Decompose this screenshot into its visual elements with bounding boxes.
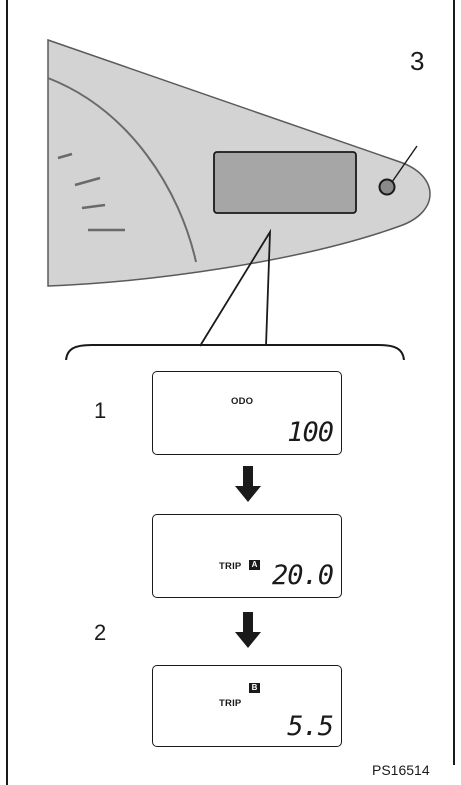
figure-code: PS16514 bbox=[372, 762, 430, 778]
odo-screen: ODO 100 bbox=[152, 371, 342, 455]
odo-mode-label: ODO bbox=[231, 396, 254, 407]
zoom-brace bbox=[65, 344, 405, 360]
gauge-tick bbox=[57, 152, 73, 160]
zoom-leader-lines bbox=[199, 228, 272, 347]
instrument-cluster-illustration bbox=[47, 38, 431, 360]
callout-2: 2 bbox=[94, 620, 107, 645]
callout-1: 1 bbox=[94, 398, 107, 423]
down-arrow-icon bbox=[235, 466, 261, 502]
gauge-tick bbox=[74, 176, 101, 187]
gauge-tick bbox=[81, 203, 106, 210]
trip-a-screen: TRIP A 20.0 bbox=[152, 514, 342, 598]
frame-right-edge bbox=[453, 0, 455, 765]
callout-3: 3 bbox=[410, 46, 425, 76]
trip-a-mode-label: TRIP bbox=[219, 561, 242, 572]
trip-knob bbox=[378, 178, 396, 196]
trip-b-value: 5.5 bbox=[287, 711, 334, 742]
gauge-arc bbox=[47, 77, 197, 263]
trip-b-screen: TRIP B 5.5 bbox=[152, 665, 342, 747]
trip-a-value: 20.0 bbox=[271, 560, 334, 591]
down-arrow-icon bbox=[235, 612, 261, 648]
odo-value: 100 bbox=[287, 417, 334, 448]
odometer-display bbox=[213, 151, 357, 214]
trip-b-badge: B bbox=[249, 683, 260, 693]
trip-a-badge: A bbox=[249, 560, 260, 570]
frame-left-edge bbox=[6, 0, 8, 785]
knob-leader-line bbox=[391, 145, 418, 183]
trip-b-mode-label: TRIP bbox=[219, 698, 242, 709]
